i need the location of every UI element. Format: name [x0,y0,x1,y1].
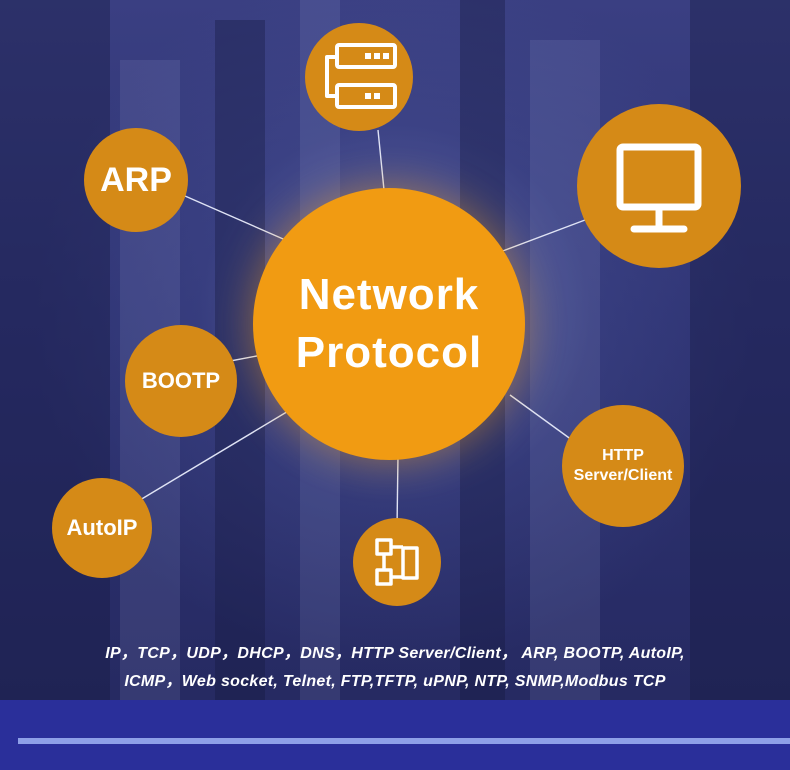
footer-band [0,700,790,770]
topology-node [353,518,441,606]
autoip-label: AutoIP [66,515,138,540]
http-label-line1: HTTP [602,447,644,464]
footer-divider [18,738,790,744]
network-protocol-hub: Network Protocol [253,188,525,460]
server-stack-icon [325,43,397,109]
http-label-line2: Server/Client [573,467,673,484]
protocol-list-line2: ICMP，Web socket, Telnet, FTP,TFTP, uPNP,… [124,673,666,690]
arp-node: ARP [84,128,188,232]
protocol-list-line1: IP，TCP，UDP，DHCP，DNS，HTTP Server/Client， … [105,645,685,662]
center-title-line1: Network [298,270,480,319]
protocol-list: IP，TCP，UDP，DHCP，DNS，HTTP Server/Client， … [0,640,790,696]
monitor-icon [616,143,702,233]
http-node: HTTP Server/Client [562,405,684,527]
bootp-node: BOOTP [125,325,237,437]
center-title-line2: Protocol [295,328,483,377]
arp-label: ARP [100,160,172,199]
bootp-label: BOOTP [141,368,221,393]
server-node [305,23,413,131]
network-topology-icon [375,538,419,586]
monitor-node [577,104,741,268]
autoip-node: AutoIP [52,478,152,578]
connector-lines [139,129,586,529]
